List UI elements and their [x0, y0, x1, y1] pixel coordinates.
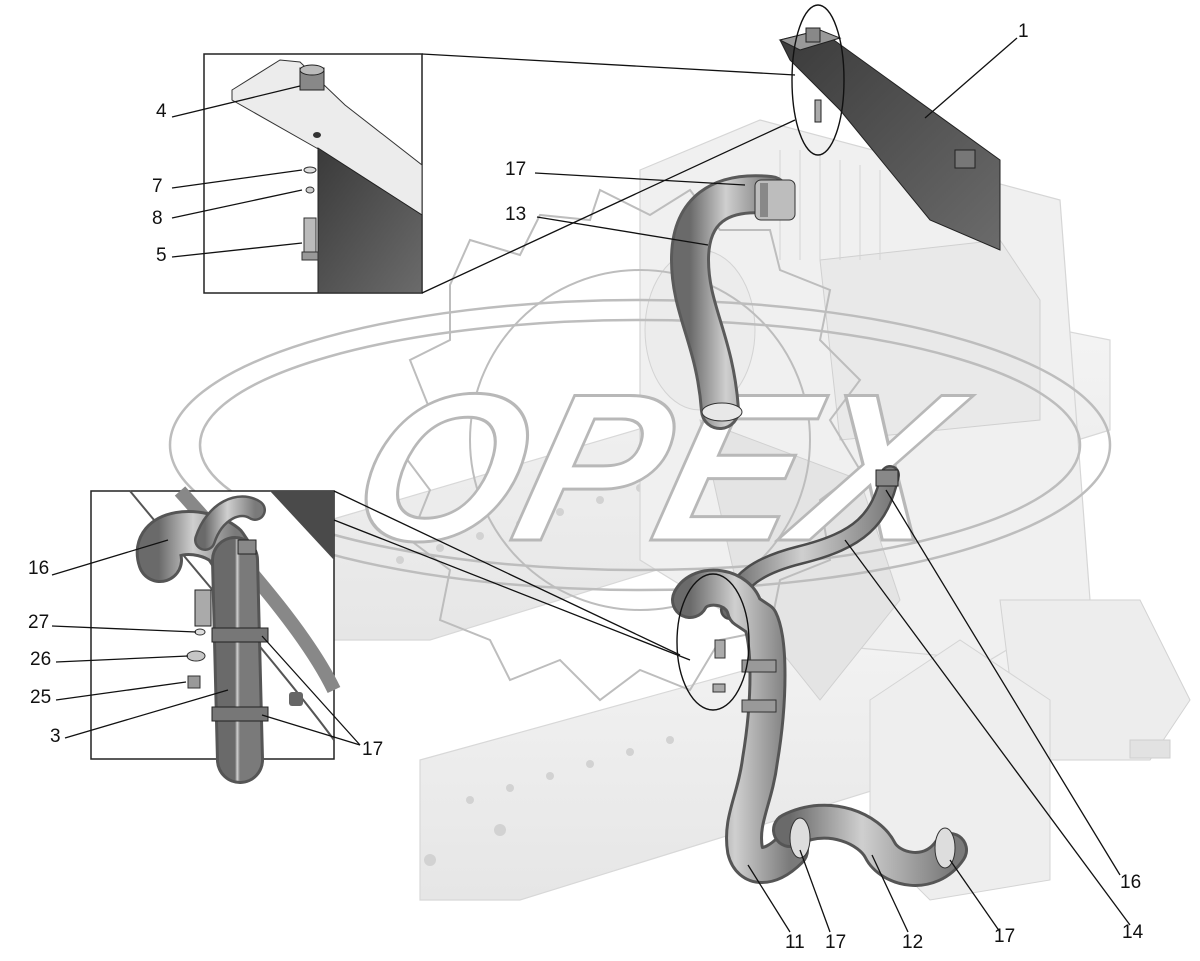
callout-17c: 17 — [825, 932, 846, 953]
watermark-text: OPEX — [332, 351, 985, 585]
callout-3: 3 — [50, 726, 61, 747]
callout-17a: 17 — [505, 159, 526, 180]
hose-lower-assembly — [671, 568, 968, 887]
detail-highlight-ellipse-bottom — [676, 573, 750, 711]
callout-16b: 16 — [1120, 872, 1141, 893]
watermark-oval — [168, 298, 1112, 592]
callout-14: 14 — [1122, 922, 1144, 943]
inset-bottom-connector-2 — [333, 519, 691, 661]
hose-upper — [670, 174, 796, 430]
inset-top-connector-2 — [421, 119, 796, 294]
leader-lines — [51, 37, 1131, 933]
callout-25: 25 — [30, 687, 51, 708]
callout-17d: 17 — [994, 926, 1015, 947]
detail-highlight-ellipse-top — [791, 4, 845, 156]
callout-11: 11 — [785, 932, 805, 953]
callout-16a: 16 — [28, 558, 49, 579]
callout-26: 26 — [30, 649, 51, 670]
callout-1: 1 — [1018, 21, 1029, 42]
callout-13: 13 — [505, 204, 526, 225]
callout-12: 12 — [902, 932, 923, 953]
inset-top-detail — [203, 53, 423, 294]
callout-4: 4 — [156, 101, 167, 122]
inset-bottom-connector-1 — [333, 490, 681, 656]
callout-8: 8 — [152, 208, 163, 229]
callout-7: 7 — [152, 176, 163, 197]
callout-27: 27 — [28, 612, 49, 633]
inset-bottom-detail — [90, 486, 341, 784]
inset-top-connector-1 — [421, 53, 796, 76]
callout-17b: 17 — [362, 739, 383, 760]
watermark-gear — [398, 188, 862, 702]
callout-5: 5 — [156, 245, 167, 266]
callout-labels: 1 4 7 8 5 17 13 16 27 26 25 3 17 16 14 1… — [28, 21, 1144, 953]
